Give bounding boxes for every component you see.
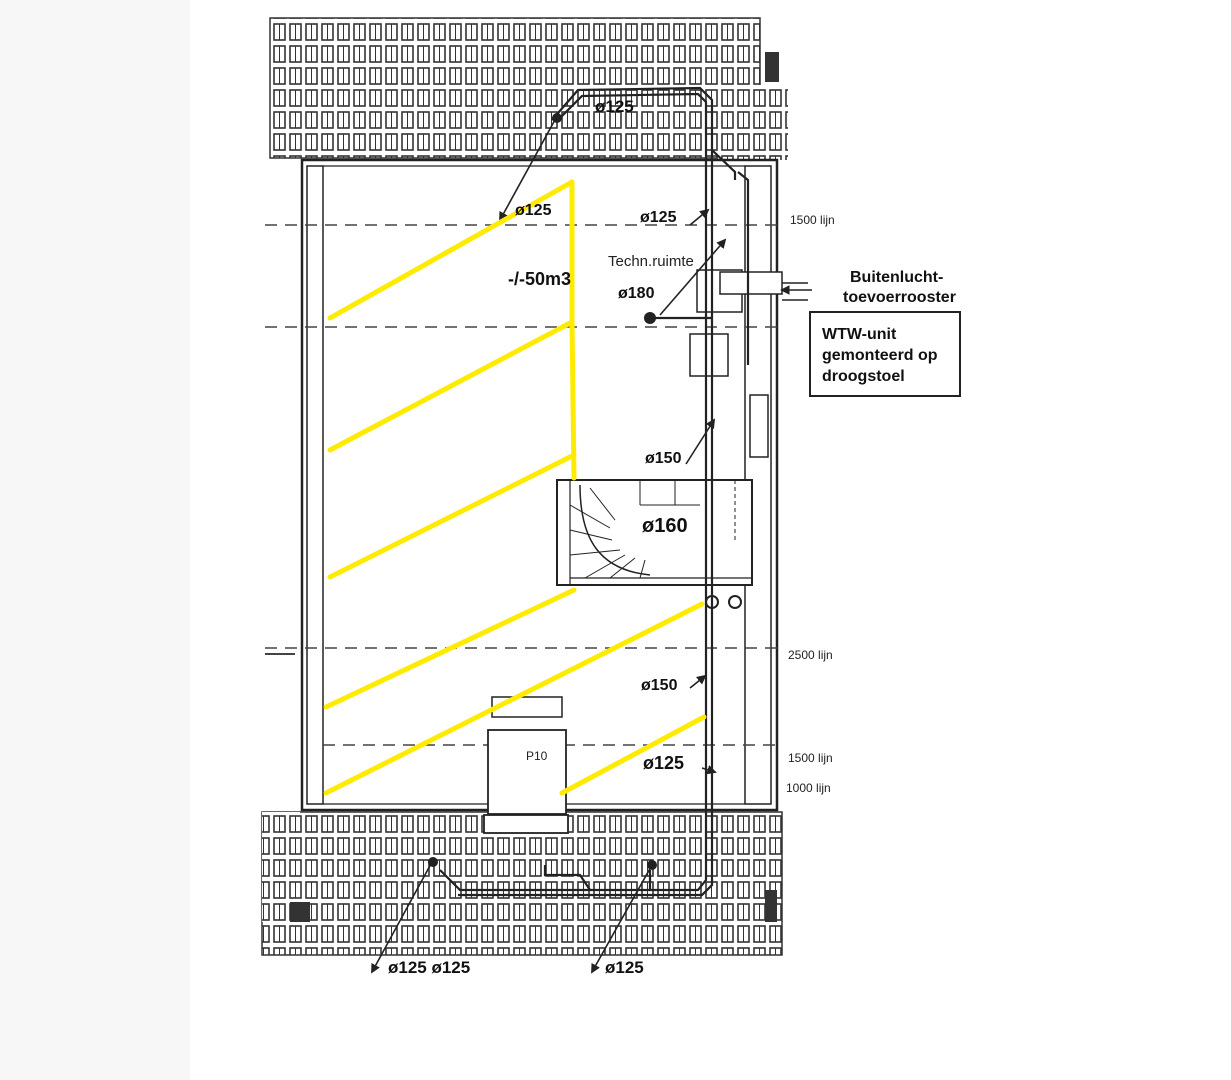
- duct-label-150-upper: ø150: [645, 450, 682, 467]
- highlight-line: [323, 587, 577, 710]
- roof-tiles-top: [269, 17, 788, 160]
- chimney-bottom-left: [290, 902, 310, 922]
- duct-label-160: ø160: [642, 515, 688, 537]
- leader-arrows: [371, 117, 812, 974]
- buitenlucht-label-line1: Buitenlucht-: [850, 269, 943, 286]
- duct-label-left-upper: ø125: [515, 202, 552, 219]
- level-label-1500-top: 1500 lijn: [790, 213, 835, 227]
- highlight-line: [327, 179, 575, 321]
- duct-label-150-lower: ø150: [641, 677, 678, 694]
- highlight-line: [327, 452, 577, 580]
- roof-tiles-bottom: [261, 811, 783, 956]
- highlight-line: [327, 319, 575, 453]
- duct-runs: [439, 86, 750, 897]
- level-label-2500: 2500 lijn: [788, 648, 833, 662]
- duct-label-right-upper: ø125: [640, 209, 677, 226]
- dormer-p10-label: P10: [526, 749, 548, 763]
- highlight-line: [569, 319, 577, 481]
- wtw-unit: [689, 269, 808, 377]
- level-label-1000: 1000 lijn: [786, 781, 831, 795]
- highlight-line: [323, 601, 705, 796]
- tech-room-label: Techn.ruimte: [608, 253, 694, 270]
- duct-label-125-lower: ø125: [643, 753, 684, 773]
- duct-label-180: ø180: [618, 285, 655, 302]
- highlight-overlay: [323, 179, 707, 796]
- wtw-callout-box: [809, 311, 961, 397]
- staircase: [556, 479, 753, 586]
- buitenlucht-label-line2: toevoerrooster: [843, 289, 956, 306]
- chimney-top: [765, 52, 779, 82]
- capacity-label: -/-50m3: [508, 269, 571, 289]
- wtw-label-line2: gemonteerd op: [822, 347, 938, 364]
- highlight-line: [559, 714, 707, 796]
- level-label-1500-bottom: 1500 lijn: [788, 751, 833, 765]
- dormer-p10: [483, 696, 569, 834]
- scan-margin: [0, 0, 190, 1080]
- wtw-label-line3: droogstoel: [822, 368, 905, 385]
- duct-label-bottom-left: ø125 ø125: [388, 958, 470, 977]
- wtw-label-line1: WTW-unit: [822, 326, 897, 343]
- duct-label-top: ø125: [595, 97, 634, 116]
- duct-label-bottom-right: ø125: [605, 958, 644, 977]
- chimney-bottom-right: [765, 890, 777, 922]
